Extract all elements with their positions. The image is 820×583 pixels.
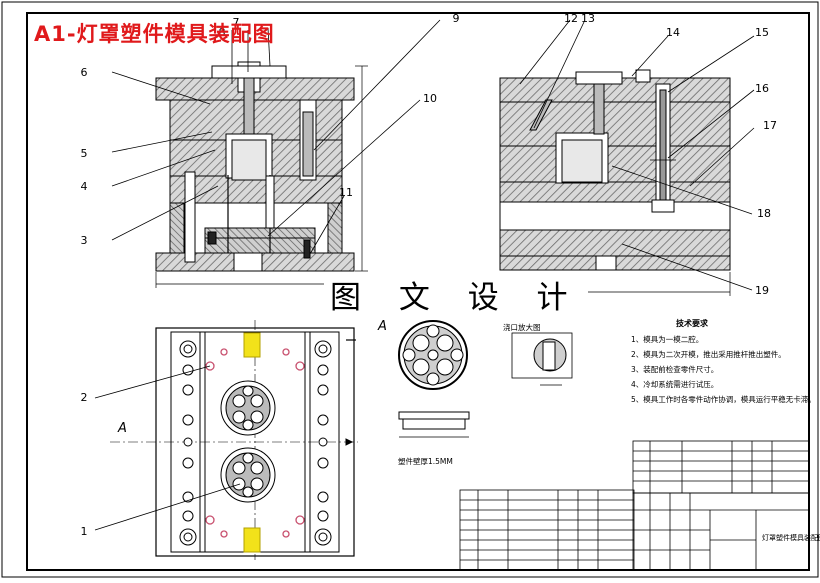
drawing-title-text: 灯罩塑件模具装配图 xyxy=(762,533,820,542)
callout-19: 19 xyxy=(755,284,769,297)
right-section-view xyxy=(499,69,731,296)
callout-16: 16 xyxy=(755,82,769,95)
note-3: 3、装配前检查零件尺寸。 xyxy=(631,364,718,374)
left-section-view xyxy=(155,61,368,288)
wall-label: 塑件壁厚1.5MM xyxy=(398,456,453,466)
callout-12: 12 xyxy=(564,12,578,25)
drawing-title: A1-灯罩塑件模具装配图 xyxy=(34,22,275,46)
callout-4: 4 xyxy=(81,180,88,193)
section-mark-left: A xyxy=(117,421,127,436)
callout-15: 15 xyxy=(755,26,769,39)
parts-list xyxy=(459,440,810,571)
callout-6: 6 xyxy=(81,66,88,79)
callouts: 1 2 3 4 5 6 7 8 9 10 11 12 13 14 15 16 1… xyxy=(81,12,778,538)
callout-14: 14 xyxy=(666,26,680,39)
callout-10: 10 xyxy=(423,92,437,105)
inner-border xyxy=(26,12,810,571)
callout-8: 8 xyxy=(219,26,226,39)
callout-1: 1 xyxy=(81,525,88,538)
callout-13: 13 xyxy=(581,12,595,25)
note-4: 4、冷却系统需进行试压。 xyxy=(631,379,718,389)
note-5: 5、模具工作时各零件动作协调，模具运行平稳无卡滞。 xyxy=(631,394,816,404)
leader-lines xyxy=(94,19,755,531)
note-2: 2、模具为二次开模，推出采用推杆推出塑件。 xyxy=(631,349,786,359)
technical-notes: 技术要求 1、模具为一模二腔。 2、模具为二次开模，推出采用推杆推出塑件。 3、… xyxy=(398,318,816,466)
part-detail-views xyxy=(398,320,573,438)
callout-11: 11 xyxy=(339,186,353,199)
callout-2: 2 xyxy=(81,391,88,404)
gate-label: 浇口放大图 xyxy=(503,322,541,332)
callout-17: 17 xyxy=(763,119,777,132)
callout-9: 9 xyxy=(453,12,460,25)
callout-7: 7 xyxy=(233,16,240,29)
callout-18: 18 xyxy=(757,207,771,220)
callout-5: 5 xyxy=(81,147,88,160)
plan-view xyxy=(110,320,358,560)
notes-heading: 技术要求 xyxy=(676,318,709,328)
note-1: 1、模具为一模二腔。 xyxy=(631,334,703,344)
section-mark-top: A xyxy=(377,319,387,334)
watermark-text: 图 文 设 计 xyxy=(324,272,588,317)
callout-3: 3 xyxy=(81,234,88,247)
